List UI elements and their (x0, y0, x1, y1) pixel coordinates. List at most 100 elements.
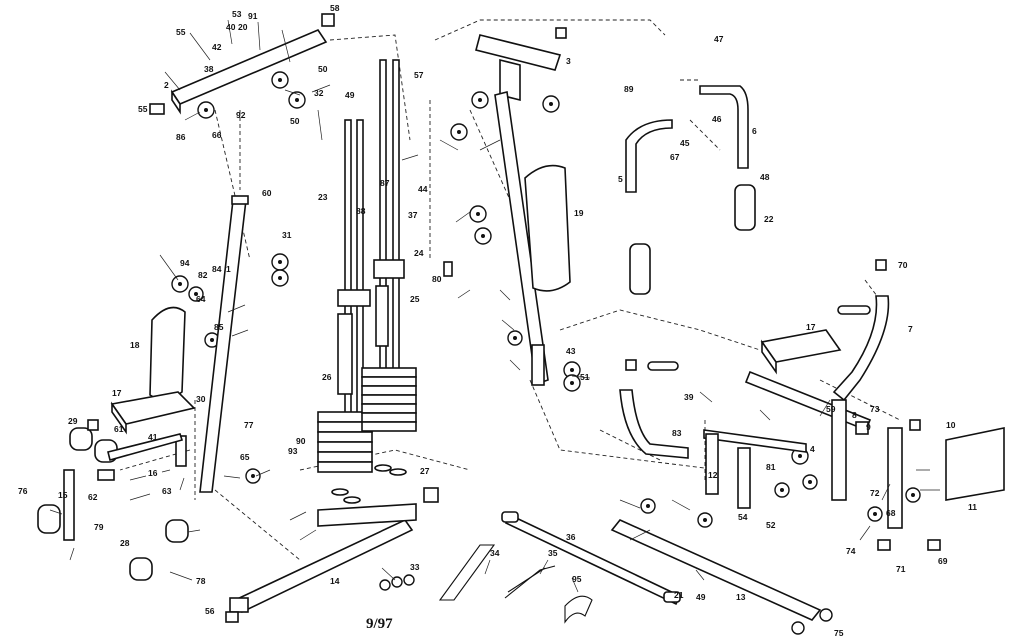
callout-31: 31 (282, 230, 292, 240)
callout-55: 55 (176, 27, 186, 37)
assembly-guide-lines (119, 19, 901, 561)
callout-82: 82 (198, 270, 208, 280)
back-pad-left (149, 306, 186, 401)
callout-57: 57 (414, 70, 424, 80)
callout-67: 67 (670, 152, 680, 162)
washers (331, 464, 407, 504)
callout-66: 66 (212, 130, 222, 140)
callout-55b: 55 (138, 104, 148, 114)
callout-47: 47 (714, 34, 724, 44)
callout-46: 46 (712, 114, 722, 124)
callout-80: 80 (432, 274, 442, 284)
callout-12: 12 (708, 470, 718, 480)
callout-93: 93 (288, 446, 298, 456)
seat-right (760, 329, 842, 375)
callout-70: 70 (898, 260, 908, 270)
guide-rods (337, 59, 405, 421)
callout-58: 58 (330, 3, 340, 13)
callout-64: 64 (196, 294, 206, 304)
pulleys (171, 71, 921, 528)
callout-63: 63 (162, 486, 172, 496)
callout-48: 48 (760, 172, 770, 182)
callout-49b: 49 (696, 592, 706, 602)
callout-68: 68 (886, 508, 896, 518)
callout-4: 4 (810, 444, 815, 454)
callout-85: 85 (214, 322, 224, 332)
back-pad-center (524, 164, 571, 292)
callout-34: 34 (490, 548, 500, 558)
callout-62: 62 (88, 492, 98, 502)
callout-14: 14 (330, 576, 340, 586)
weight-stack-right (361, 367, 417, 432)
callout-56: 56 (205, 606, 215, 616)
callout-89: 89 (624, 84, 634, 94)
callout-13: 13 (736, 592, 746, 602)
end-caps (87, 259, 941, 551)
left-upright (199, 195, 249, 493)
callout-3: 3 (566, 56, 571, 66)
callout-95: 95 (572, 574, 582, 584)
base-frame-left (225, 503, 417, 623)
callout-21: 21 (674, 590, 684, 600)
callout-72: 72 (870, 488, 880, 498)
callout-90: 90 (296, 436, 306, 446)
callout-28: 28 (120, 538, 130, 548)
callout-17: 17 (112, 388, 122, 398)
center-upright (494, 91, 549, 386)
callout-5: 5 (618, 174, 623, 184)
callout-6: 6 (752, 126, 757, 136)
accessories (379, 544, 593, 624)
callout-91: 91 (248, 11, 258, 21)
callout-26: 26 (322, 372, 332, 382)
callout-1: 1 (226, 264, 231, 274)
callout-65: 65 (240, 452, 250, 462)
callout-labels: 55 53 40 20 91 42 2 38 55 86 66 32 50 58… (18, 3, 977, 638)
callout-45: 45 (680, 138, 690, 148)
right-frame (744, 370, 1005, 529)
callout-27: 27 (420, 466, 430, 476)
callout-49: 49 (345, 90, 355, 100)
callout-69: 69 (938, 556, 948, 566)
callout-8: 8 (852, 410, 857, 420)
callout-40: 40 (226, 22, 236, 32)
callout-18: 18 (130, 340, 140, 350)
callout-42: 42 (212, 42, 222, 52)
left-foot-frame (63, 433, 187, 541)
callout-84: 84 (212, 264, 222, 274)
callout-81: 81 (766, 462, 776, 472)
callout-23: 23 (318, 192, 328, 202)
foam-rollers (37, 184, 756, 581)
callout-43: 43 (566, 346, 576, 356)
callout-38: 38 (204, 64, 214, 74)
leader-lines (49, 19, 940, 593)
callout-41: 41 (148, 432, 158, 442)
callout-51: 51 (580, 372, 590, 382)
callout-83: 83 (672, 428, 682, 438)
callout-25: 25 (410, 294, 420, 304)
callout-29: 29 (68, 416, 78, 426)
callout-39: 39 (684, 392, 694, 402)
callout-50b: 50 (290, 116, 300, 126)
weight-stack-left (317, 411, 373, 473)
top-beam-right (475, 27, 567, 102)
callout-22: 22 (764, 214, 774, 224)
callout-24: 24 (414, 248, 424, 258)
callout-71: 71 (896, 564, 906, 574)
callout-32: 32 (314, 88, 324, 98)
callout-53: 53 (232, 9, 242, 19)
lat-bar-arms (625, 85, 749, 193)
callout-44: 44 (418, 184, 428, 194)
callout-37: 37 (408, 210, 418, 220)
date-code: 9/97 (366, 616, 393, 632)
callout-35: 35 (548, 548, 558, 558)
callout-30: 30 (196, 394, 206, 404)
seat-left (110, 391, 196, 435)
long-bar (501, 511, 682, 606)
top-beam-left (149, 13, 335, 115)
callout-11: 11 (968, 502, 977, 512)
callout-19: 19 (574, 208, 584, 218)
callout-9: 9 (866, 422, 871, 432)
callout-36: 36 (566, 532, 576, 542)
callout-16: 16 (148, 468, 158, 478)
